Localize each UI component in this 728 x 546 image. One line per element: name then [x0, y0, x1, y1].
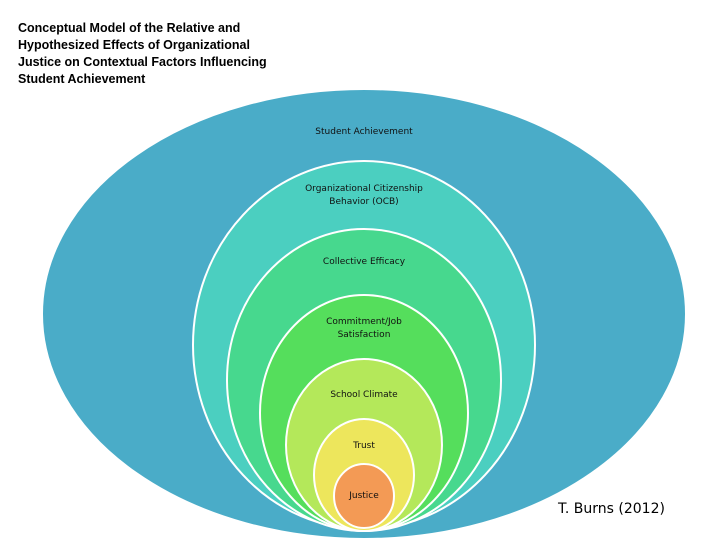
layer-ocb-label-line1: Organizational Citizenship [305, 184, 423, 194]
layer-commitment-label-line1: Commitment/Job [326, 317, 402, 327]
layer-justice-ellipse [333, 463, 395, 529]
layer-school-climate-label: School Climate [330, 390, 398, 400]
layer-collective-efficacy-label: Collective Efficacy [323, 257, 406, 267]
layer-commitment-label-line2: Satisfaction [338, 330, 391, 340]
layer-ocb-label-line2: Behavior (OCB) [329, 197, 398, 207]
layer-student-achievement-label: Student Achievement [315, 127, 413, 137]
layer-justice-label: Justice [348, 491, 379, 501]
layer-trust-label: Trust [352, 441, 375, 451]
page-title: Conceptual Model of the Relative and Hyp… [18, 21, 267, 86]
author-credit: T. Burns (2012) [558, 501, 665, 517]
